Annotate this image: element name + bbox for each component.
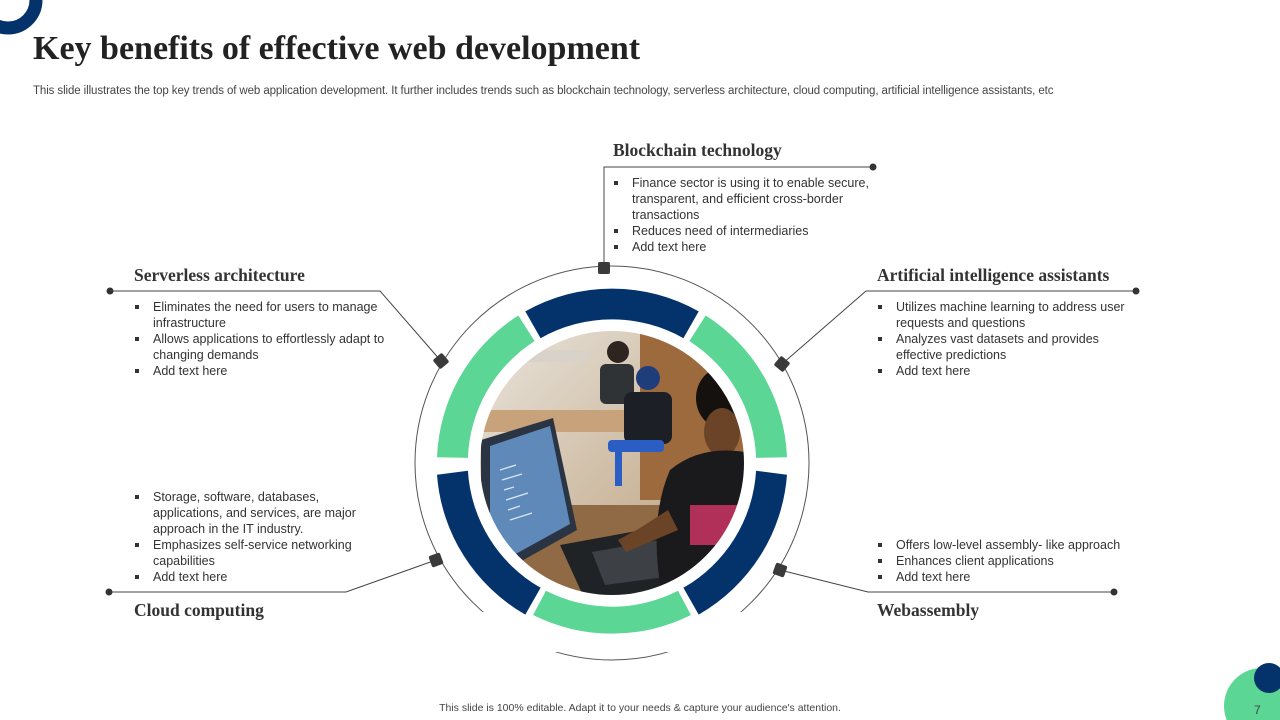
connector-end-dots xyxy=(105,163,1140,596)
segment-upper-left xyxy=(437,315,535,458)
list-item: Eliminates the need for users to manage … xyxy=(134,299,389,331)
ai-assistants-heading: Artificial intelligence assistants xyxy=(877,265,1110,285)
list-item: Reduces need of intermediaries xyxy=(613,223,888,239)
list-item: Storage, software, databases, applicatio… xyxy=(134,489,379,537)
slide-title: Key benefits of effective web developmen… xyxy=(33,30,641,67)
list-item: Offers low-level assembly- like approach xyxy=(877,537,1147,553)
serverless-heading: Serverless architecture xyxy=(134,265,305,285)
connector-lines xyxy=(109,166,1136,593)
connector-squares xyxy=(428,262,790,578)
slide-subtitle: This slide illustrates the top key trend… xyxy=(33,85,1054,97)
list-item: Utilizes machine learning to address use… xyxy=(877,299,1147,331)
list-item: Allows applications to effortlessly adap… xyxy=(134,331,389,363)
corner-navy-dot xyxy=(1254,663,1280,693)
list-item: Add text here xyxy=(134,569,379,585)
cloud-computing-heading: Cloud computing xyxy=(134,600,264,620)
blockchain-heading: Blockchain technology xyxy=(613,140,782,160)
webassembly-list: Offers low-level assembly- like approach… xyxy=(877,537,1147,585)
cloud-computing-list: Storage, software, databases, applicatio… xyxy=(134,489,379,585)
segment-top xyxy=(525,288,699,339)
slide-footer: This slide is 100% editable. Adapt it to… xyxy=(439,702,841,714)
blockchain-list: Finance sector is using it to enable sec… xyxy=(613,175,888,255)
segment-upper-right xyxy=(689,315,787,458)
segment-lower-left xyxy=(437,470,541,615)
segment-bottom xyxy=(533,590,691,634)
serverless-list: Eliminates the need for users to manage … xyxy=(134,299,389,379)
corner-ring-decoration xyxy=(0,0,43,35)
page-number: 7 xyxy=(1254,703,1261,717)
ai-assistants-list: Utilizes machine learning to address use… xyxy=(877,299,1147,379)
list-item: Enhances client applications xyxy=(877,553,1147,569)
webassembly-heading: Webassembly xyxy=(877,600,980,620)
list-item: Analyzes vast datasets and provides effe… xyxy=(877,331,1147,363)
list-item: Add text here xyxy=(877,569,1147,585)
list-item: Add text here xyxy=(134,363,389,379)
list-item: Emphasizes self-service networking capab… xyxy=(134,537,379,569)
list-item: Add text here xyxy=(613,239,888,255)
list-item: Add text here xyxy=(877,363,1147,379)
segment-lower-right xyxy=(683,470,787,615)
outer-ring xyxy=(414,265,810,661)
list-item: Finance sector is using it to enable sec… xyxy=(613,175,888,223)
developer-photo xyxy=(479,330,745,596)
